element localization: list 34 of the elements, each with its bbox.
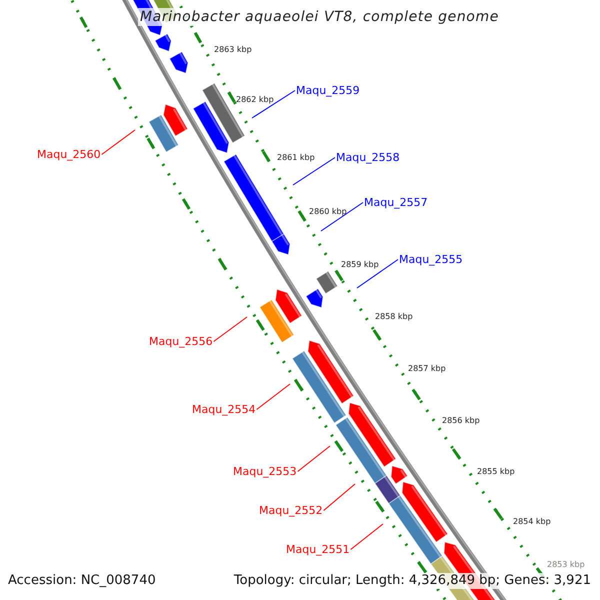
- gene-label: Maqu_2553: [233, 465, 297, 478]
- gene-label: Maqu_2552: [259, 504, 323, 517]
- leader-line: [320, 202, 364, 232]
- leader-line: [323, 484, 356, 511]
- map-title: Marinobacter aquaeolei VT8, complete genome: [138, 8, 501, 26]
- leader-line: [297, 446, 330, 472]
- scale-label: 2861 kbp: [277, 153, 315, 163]
- leader-line: [252, 90, 296, 118]
- accession-text: Accession: NC_008740: [8, 573, 156, 589]
- scale-label: 2853 kbp: [547, 560, 585, 570]
- gene-label: Maqu_2557: [364, 196, 428, 209]
- scale-label: 2863 kbp: [214, 45, 252, 55]
- scale-label: 2854 kbp: [513, 517, 551, 527]
- scale-label: 2855 kbp: [477, 467, 515, 477]
- scale-label: 2862 kbp: [236, 95, 274, 105]
- gene-label: Maqu_2560: [37, 148, 101, 161]
- gene-label: Maqu_2558: [336, 151, 400, 164]
- leader-line: [350, 524, 384, 550]
- gene-label: Maqu_2556: [149, 335, 213, 348]
- gene-label: Maqu_2554: [192, 403, 256, 416]
- genome-info-text: Topology: circular; Length: 4,326,849 bp; Genes: 3,921: [234, 573, 591, 589]
- leader-line: [101, 130, 136, 155]
- gene-label: Maqu_2555: [399, 253, 463, 266]
- gene-label: Maqu_2551: [286, 543, 350, 556]
- leader-line: [356, 259, 398, 288]
- leader-line: [256, 384, 290, 410]
- scale-label: 2857 kbp: [408, 364, 446, 374]
- scale-label: 2859 kbp: [341, 260, 379, 270]
- gene-label: Maqu_2559: [296, 84, 360, 97]
- leader-line: [213, 316, 248, 342]
- scale-label: 2858 kbp: [375, 312, 413, 322]
- scale-label: 2860 kbp: [309, 207, 347, 217]
- scale-label: 2856 kbp: [442, 416, 480, 426]
- leader-line: [292, 157, 336, 186]
